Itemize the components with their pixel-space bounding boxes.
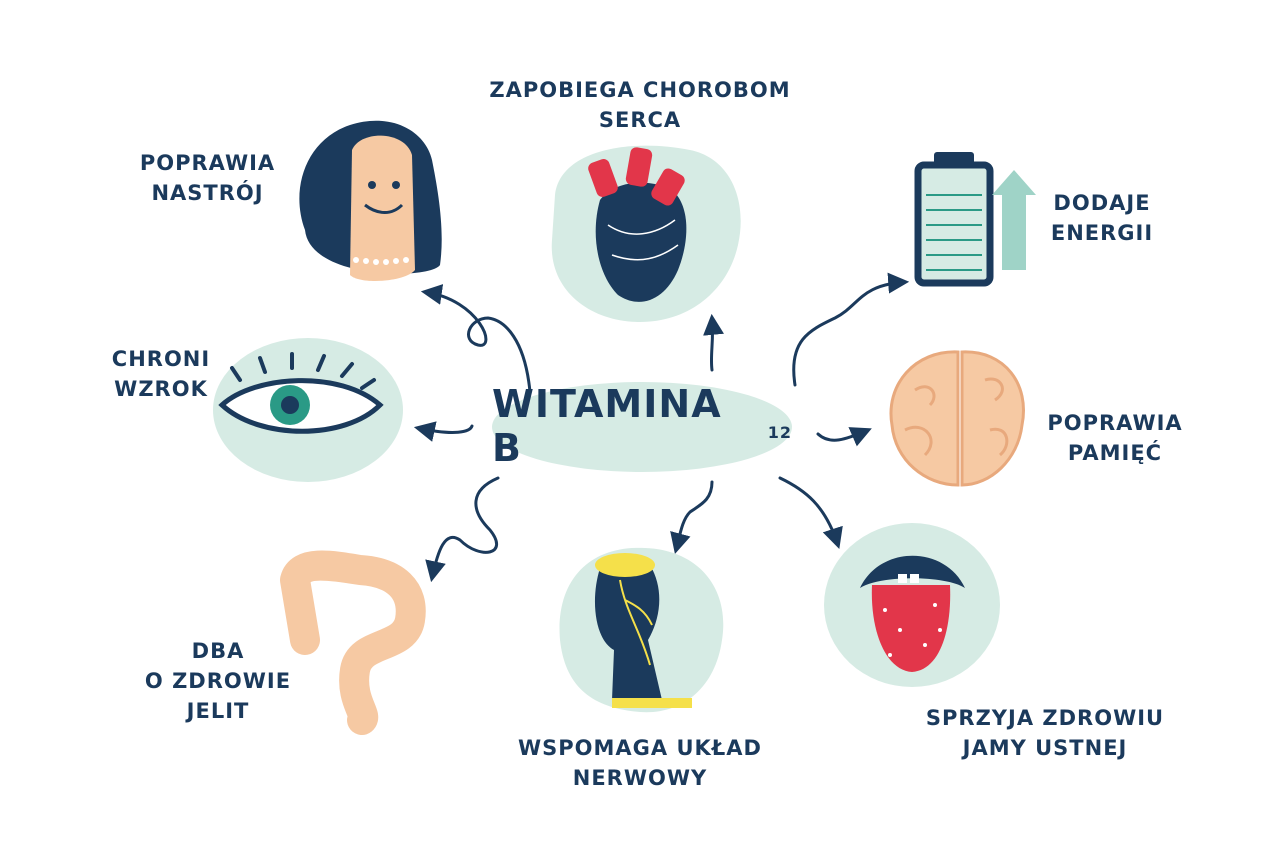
arrow-to-nerves [670,480,714,555]
label-heart: ZAPOBIEGA CHOROBOM SERCA [489,78,791,132]
brain-icon [889,350,1025,487]
arrow-to-mood [420,284,532,394]
label-mouth: SPRZYJA ZDROWIU JAMY USTNEJ [925,706,1165,760]
center-title: WITAMINA B 12 [492,382,792,470]
label-vision: CHRONI WZROK [111,347,211,401]
arrow-to-memory [816,427,872,447]
label-nerves: WSPOMAGA UKŁAD NERWOWY [518,736,762,790]
center-blob [492,382,792,472]
nervous-system-icon [559,547,724,713]
connector-arrows [413,272,910,583]
battery-icon [914,152,994,287]
woman-face-icon [299,120,442,282]
up-arrow-icon [992,170,1036,270]
tongue-icon [824,523,1000,687]
label-energy: DODAJE ENERGII [1050,191,1154,245]
label-gut: DBA O ZDROWIE JELIT [144,639,292,723]
arrow-to-mouth [778,476,843,549]
arrow-to-vision [413,421,474,442]
eye-icon [213,338,403,482]
arrow-to-gut [425,476,500,583]
intestine-icon [280,550,426,735]
arrow-to-energy [792,272,910,387]
label-memory: POPRAWIA PAMIĘĆ [1047,411,1183,465]
center-title-main: WITAMINA B [492,382,722,470]
arrow-to-heart [703,313,724,372]
heart-icon [551,145,741,322]
label-mood: POPRAWIA NASTRÓJ [139,151,276,205]
center-title-sub: 12 [767,422,792,442]
